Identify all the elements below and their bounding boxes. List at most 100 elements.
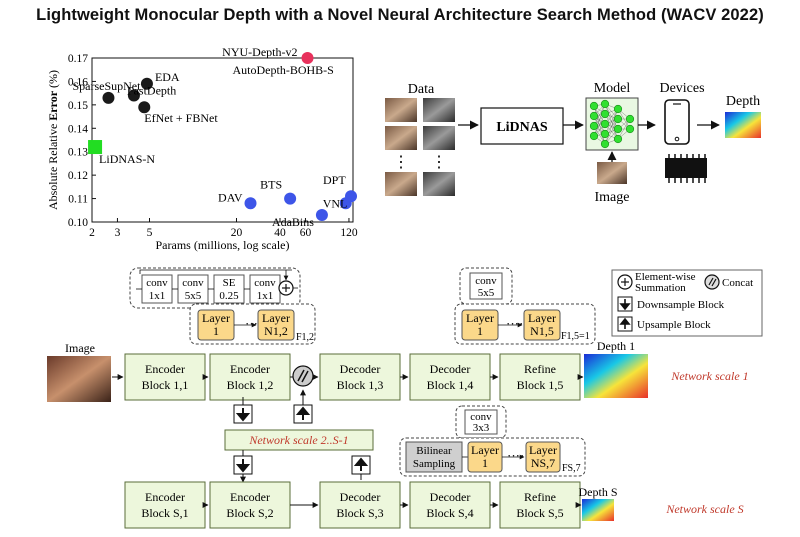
point-marker xyxy=(88,140,103,155)
scale1-block-subtitle: Block 1,3 xyxy=(337,378,384,392)
network-node xyxy=(625,124,635,134)
legend-up-arrow-icon xyxy=(617,316,633,332)
network-node xyxy=(600,119,610,129)
network-node xyxy=(600,109,610,119)
point-label: VNL xyxy=(323,196,348,210)
pipeline-diagram: Data ⋮ ⋮ LiDNAS Model Image Devices Dept… xyxy=(385,81,761,205)
op-box-1 xyxy=(141,274,173,304)
point-marker xyxy=(127,89,140,102)
f12-label: F1,2 xyxy=(296,332,314,343)
image-thumbnail xyxy=(597,162,627,184)
legend-sum-icon xyxy=(617,274,633,290)
layer-1-label-b: 1 xyxy=(213,324,219,338)
upsample-arrow-icon-2 xyxy=(351,455,371,475)
x-tick-label: 40 xyxy=(274,227,286,239)
point-label: AdaBins xyxy=(272,215,314,229)
scaleS-block-title: Decoder xyxy=(430,490,471,504)
conv3x3-label-b: 3x3 xyxy=(473,422,490,434)
paper-title: Lightweight Monocular Depth with a Novel… xyxy=(36,6,764,24)
concat-icon xyxy=(292,365,314,387)
layer-n15-label-a: Layer xyxy=(528,311,556,325)
scaleS-block-subtitle: Block S,2 xyxy=(226,506,273,520)
point-marker xyxy=(102,91,115,104)
fs7-label: FS,7 xyxy=(562,463,581,474)
op-label: conv xyxy=(182,277,204,289)
y-tick-label: 0.10 xyxy=(68,217,88,229)
data-ellipsis-right: ⋮ xyxy=(431,154,447,171)
scale1-block-3 xyxy=(319,353,401,401)
plot-frame xyxy=(91,57,354,223)
scale1-block-title: Encoder xyxy=(230,362,270,376)
x-tick-label: 120 xyxy=(340,227,358,239)
legend-sum-label-b: Summation xyxy=(635,282,686,294)
layer-1c-label-a: Layer xyxy=(471,443,499,457)
scaleS-block-title: Refine xyxy=(524,490,556,504)
point-marker xyxy=(138,101,151,114)
legend-up-label: Upsample Block xyxy=(637,319,711,331)
data-label: Data xyxy=(408,82,435,97)
x-tick-label: 3 xyxy=(115,227,121,239)
y-tick-label: 0.17 xyxy=(68,53,88,65)
y-axis-label: Absolute Relative Error (%) xyxy=(46,70,60,210)
op-label: conv xyxy=(146,277,168,289)
layer-n15-label-b: N1,5 xyxy=(530,324,554,338)
point-marker xyxy=(284,192,297,205)
scale1-block-subtitle: Block 1,4 xyxy=(427,378,474,392)
network-node xyxy=(589,101,599,111)
element-wise-sum-icon xyxy=(278,280,294,296)
network-node xyxy=(589,111,599,121)
op-sublabel: 1x1 xyxy=(257,290,274,302)
point-label: EfNet + FBNet xyxy=(144,111,218,125)
upsample-arrow-icon xyxy=(293,404,313,424)
network-node xyxy=(600,139,610,149)
scaleS-block-subtitle: Block S,1 xyxy=(141,506,188,520)
point-marker xyxy=(244,197,257,210)
depthS-label: Depth S xyxy=(579,485,618,499)
downsample-arrow-icon-2 xyxy=(233,455,253,475)
model-network xyxy=(589,99,635,149)
phone-icon xyxy=(664,99,690,145)
point-marker xyxy=(301,52,314,64)
scaleS-block-5 xyxy=(499,481,581,529)
legend-down-arrow-icon xyxy=(617,296,633,312)
op-sublabel: 0.25 xyxy=(219,290,239,302)
devices-label: Devices xyxy=(659,81,704,96)
point-label: NYU-Depth-v2 xyxy=(222,45,297,59)
network-scale-mid-box xyxy=(224,429,374,451)
point-label: LiDNAS-N xyxy=(99,152,155,166)
scale1-block-1 xyxy=(124,353,206,401)
layer-1b-label-b: 1 xyxy=(477,324,483,338)
point-label: DAV xyxy=(218,190,243,204)
scale1-block-4 xyxy=(409,353,491,401)
scaleS-block-4 xyxy=(409,481,491,529)
layer-dots-1-5: ···· xyxy=(506,316,523,331)
depth1-label: Depth 1 xyxy=(597,339,635,353)
network-node xyxy=(613,124,623,134)
scaleS-label: Network scale S xyxy=(665,502,743,516)
scale1-block-title: Refine xyxy=(524,362,556,376)
depthS-image xyxy=(582,499,614,521)
network-node xyxy=(625,114,635,124)
network-node xyxy=(600,99,610,109)
point-label: AutoDepth-BOHB-S xyxy=(233,63,334,77)
layer-1-label-a: Layer xyxy=(202,311,230,325)
point-label: FastDepth xyxy=(127,83,176,97)
scale1-block-5 xyxy=(499,353,581,401)
legend-box xyxy=(611,269,763,337)
legend-concat-icon xyxy=(704,274,720,290)
point-label: EDA xyxy=(155,70,180,84)
scale1-block-subtitle: Block 1,5 xyxy=(517,378,564,392)
scale1-block-title: Encoder xyxy=(145,362,185,376)
x-tick-label: 2 xyxy=(89,227,95,239)
depth-label: Depth xyxy=(726,94,760,109)
scale1-block-subtitle: Block 1,1 xyxy=(142,378,189,392)
bilinear-label-a: Bilinear xyxy=(416,445,452,457)
legend-concat-label: Concat xyxy=(722,277,753,289)
input-image-label: Image xyxy=(65,341,95,355)
depth-thumbnail xyxy=(725,112,761,138)
scaleS-block-3 xyxy=(319,481,401,529)
layer-ns7-label-b: NS,7 xyxy=(531,456,555,470)
layer-n12-label-b: N1,2 xyxy=(264,324,288,338)
bilinear-label-b: Sampling xyxy=(413,458,456,470)
